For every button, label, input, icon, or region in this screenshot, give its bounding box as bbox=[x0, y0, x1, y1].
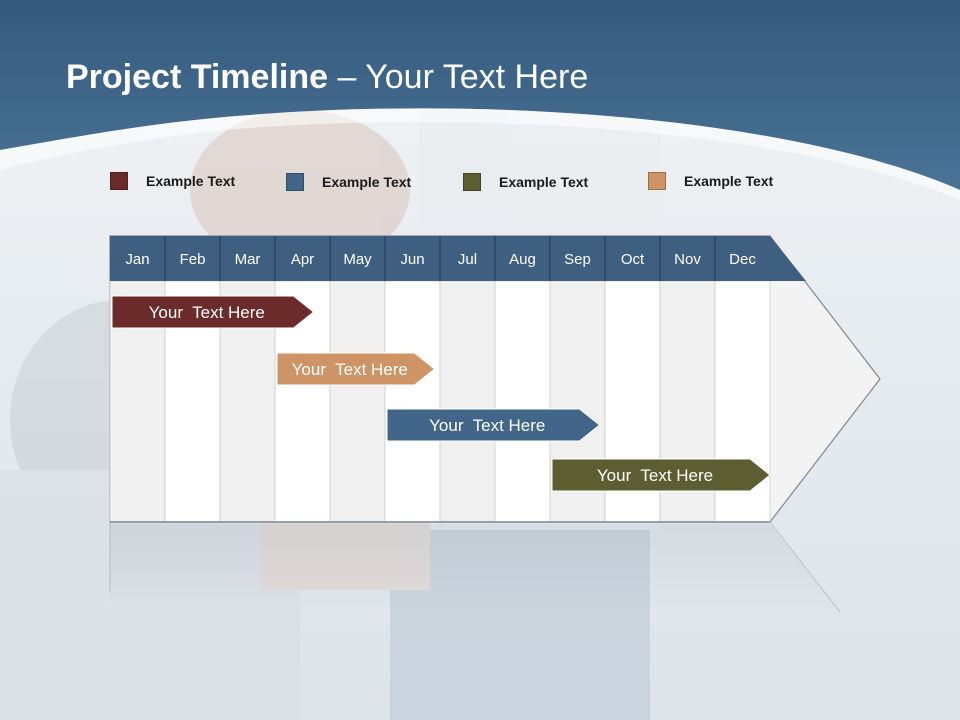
legend-label: Example Text bbox=[684, 173, 774, 189]
task-bar-shape[interactable] bbox=[111, 295, 315, 329]
legend-item: Example Text bbox=[648, 170, 773, 192]
legend-label: Example Text bbox=[146, 173, 236, 189]
task-bar[interactable]: Your Text Here bbox=[386, 408, 601, 442]
month-label: Oct bbox=[621, 251, 645, 268]
legend-label: Example Text bbox=[499, 174, 589, 190]
task-bar-label: Your Text Here bbox=[597, 466, 713, 485]
title-rest: – Your Text Here bbox=[328, 58, 589, 96]
task-bar-shape[interactable] bbox=[386, 408, 601, 442]
timeline-reflection bbox=[110, 524, 840, 612]
task-bar[interactable]: Your Text Here bbox=[276, 352, 436, 386]
month-label: Aug bbox=[509, 251, 536, 268]
task-bar-shape[interactable] bbox=[276, 352, 436, 386]
month-label: Jun bbox=[400, 251, 424, 268]
month-column bbox=[384, 280, 441, 523]
header-band bbox=[0, 0, 960, 190]
task-bar-shape[interactable] bbox=[551, 458, 771, 492]
legend-swatch bbox=[648, 172, 666, 190]
month-label: May bbox=[343, 251, 372, 268]
month-label: Nov bbox=[674, 251, 701, 268]
month-label: Apr bbox=[291, 251, 314, 268]
month-column bbox=[329, 280, 386, 523]
timeline-diagram: Jan Feb Mar Apr May Jun Jul Aug Sep Oct Nov Dec You… bbox=[109, 235, 881, 613]
month-label: Sep bbox=[564, 251, 591, 268]
month-header-band bbox=[110, 236, 806, 281]
legend-swatch bbox=[110, 172, 128, 190]
legend-swatch bbox=[286, 173, 304, 191]
month-label: Jul bbox=[458, 251, 477, 268]
task-bar[interactable]: Your Text Here bbox=[111, 295, 315, 329]
legend-item: Example Text bbox=[286, 171, 411, 193]
task-bar-label: Your Text Here bbox=[429, 416, 545, 435]
month-label: Feb bbox=[180, 251, 206, 268]
header-swoosh bbox=[0, 108, 960, 200]
task-bar-label: Your Text Here bbox=[149, 303, 265, 322]
month-column bbox=[439, 280, 496, 523]
month-label: Jan bbox=[125, 251, 149, 268]
task-bar-label: Your Text Here bbox=[292, 360, 408, 379]
legend-item: Example Text bbox=[463, 171, 588, 193]
legend-swatch bbox=[463, 173, 481, 191]
month-label: Dec bbox=[729, 251, 756, 268]
task-bar[interactable]: Your Text Here bbox=[551, 458, 771, 492]
page-title: Project Timeline – Your Text Here bbox=[66, 58, 588, 97]
month-header-row: Jan Feb Mar Apr May Jun Jul Aug Sep Oct Nov Dec bbox=[110, 236, 806, 281]
month-column bbox=[494, 280, 551, 523]
title-bold: Project Timeline bbox=[66, 58, 329, 96]
legend-label: Example Text bbox=[322, 174, 412, 190]
month-label: Mar bbox=[235, 251, 261, 268]
reflection-edge bbox=[769, 521, 841, 613]
legend-item: Example Text bbox=[110, 170, 235, 192]
